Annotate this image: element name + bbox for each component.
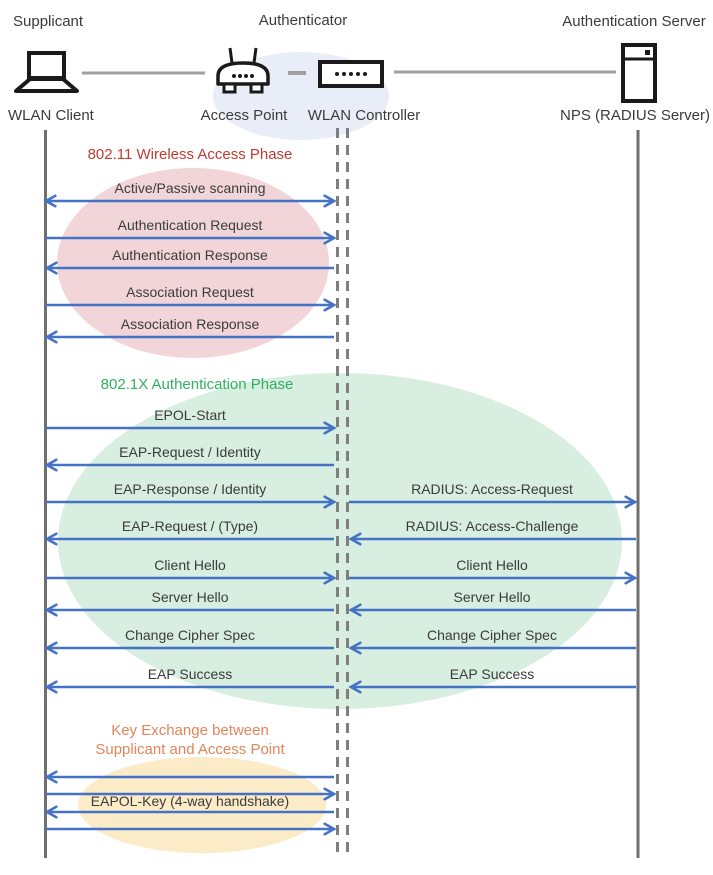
message-label: EAPOL-Key (4-way handshake) xyxy=(90,793,290,809)
wireless-access-point-icon xyxy=(216,47,270,94)
message-label: Client Hello xyxy=(456,557,528,573)
network-switch-icon xyxy=(318,60,384,88)
phase2-ellipse xyxy=(58,373,622,709)
message-label: EPOL-Start xyxy=(154,407,226,423)
nps-radius-server-label: NPS (RADIUS Server) xyxy=(559,107,711,124)
message-label: RADIUS: Access-Request xyxy=(411,481,573,497)
access-point-label: Access Point xyxy=(200,107,288,124)
phase1-title: 802.11 Wireless Access Phase xyxy=(87,146,293,163)
message-label: EAP-Response / Identity xyxy=(113,481,267,497)
authenticator-role-label: Authenticator xyxy=(258,12,348,29)
message-label: EAP-Request / (Type) xyxy=(121,518,259,534)
messages-layer xyxy=(46,201,636,829)
message-label: EAP Success xyxy=(449,666,535,682)
wlan-client-label: WLAN Client xyxy=(8,107,94,124)
laptop-icon xyxy=(14,51,79,93)
message-label: RADIUS: Access-Challenge xyxy=(405,518,579,534)
message-label: EAP-Request / Identity xyxy=(119,444,261,460)
phase3-title: Key Exchange between Supplicant and Acce… xyxy=(30,721,350,759)
message-label: Server Hello xyxy=(453,589,531,605)
message-label: Active/Passive scanning xyxy=(114,180,266,196)
device-connector-lines xyxy=(82,70,616,75)
message-label: Change Cipher Spec xyxy=(125,627,255,643)
authentication-server-role-label: Authentication Server xyxy=(562,13,706,30)
phase1-ellipse xyxy=(57,168,329,358)
message-label: Change Cipher Spec xyxy=(427,627,557,643)
message-label: Association Request xyxy=(126,284,254,300)
message-label: Association Response xyxy=(120,316,260,332)
message-label: Authentication Response xyxy=(112,247,268,263)
supplicant-role-label: Supplicant xyxy=(13,13,84,30)
message-label: EAP Success xyxy=(147,666,233,682)
phase2-title: 802.1X Authentication Phase xyxy=(100,376,294,393)
phase3-title-line1: Key Exchange between xyxy=(111,722,269,739)
phase3-title-line2: Supplicant and Access Point xyxy=(95,741,285,758)
message-label: Server Hello xyxy=(151,589,229,605)
server-icon xyxy=(621,43,657,103)
message-label: Authentication Request xyxy=(117,217,263,233)
message-label: Client Hello xyxy=(154,557,226,573)
wlan-controller-label: WLAN Controller xyxy=(307,107,421,124)
